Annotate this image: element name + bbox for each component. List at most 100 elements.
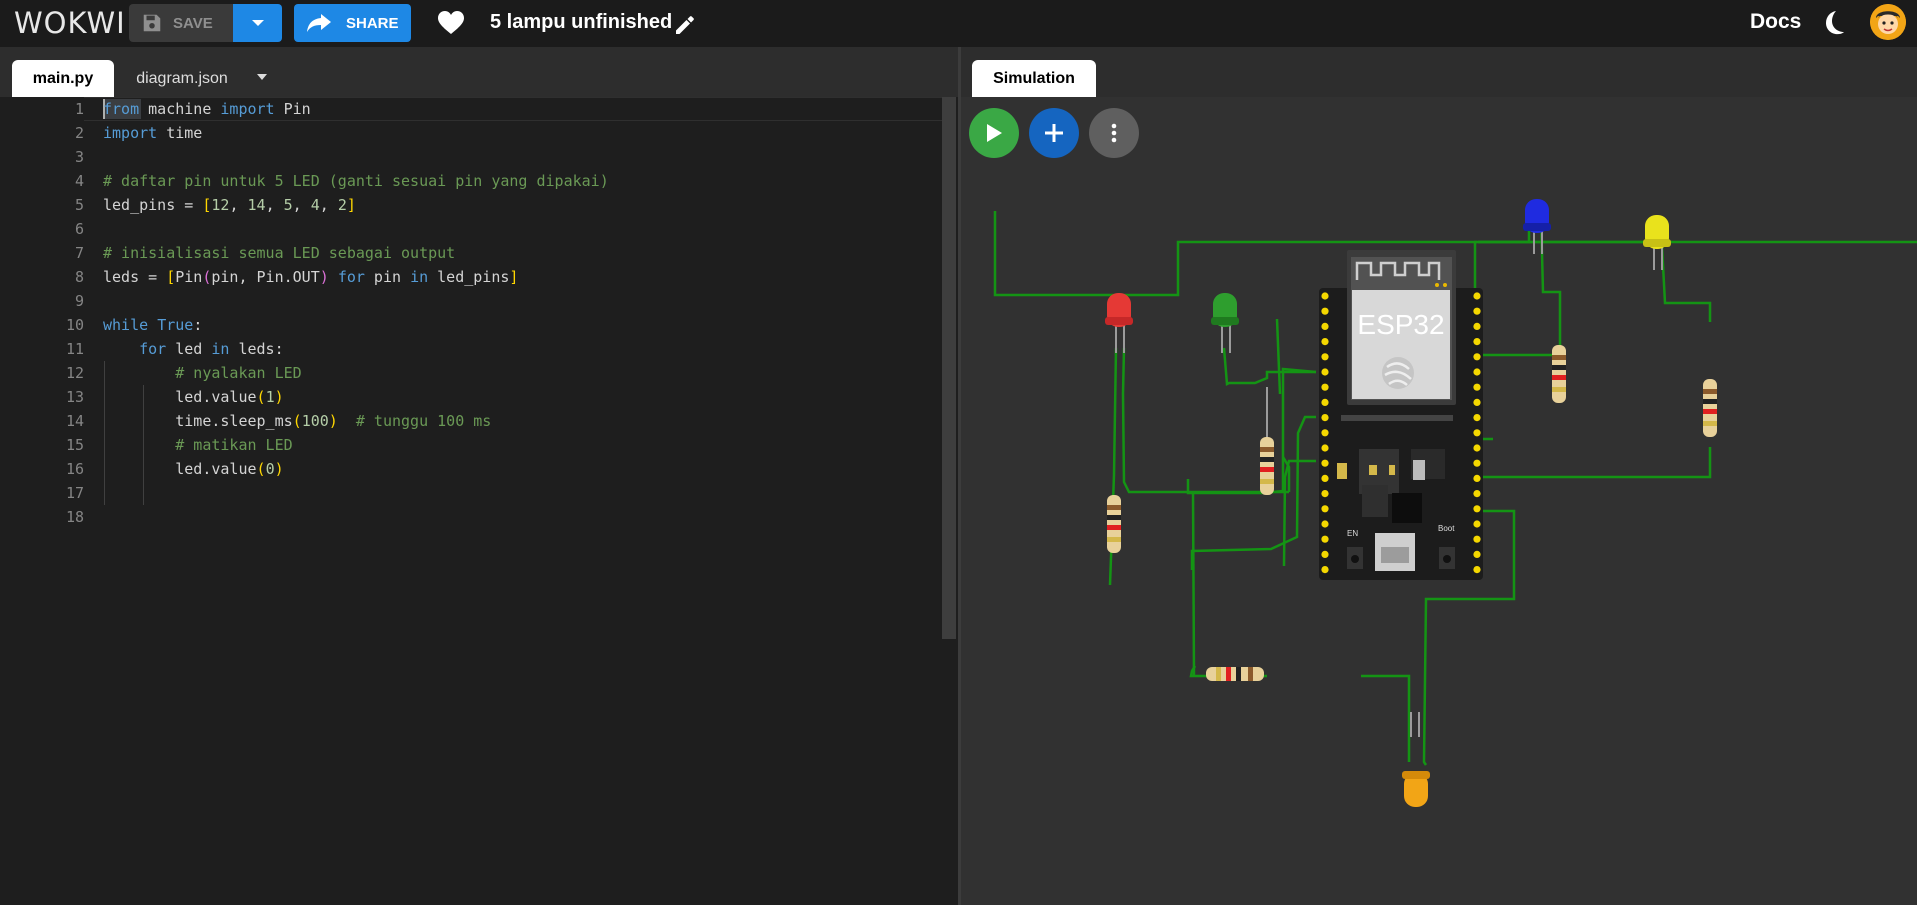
add-part-button[interactable] [1029,108,1079,158]
header-pin[interactable] [1473,292,1481,300]
header-pin[interactable] [1321,307,1329,315]
header-pin[interactable] [1473,322,1481,330]
code-text: from machine import Pin [103,100,311,118]
resistors[interactable] [1107,345,1717,681]
code-line: 14 time.sleep_ms(100) # tunggu 100 ms [0,409,942,433]
save-button[interactable]: SAVE [129,4,233,42]
floppy-disk-icon [143,14,161,32]
header-pin[interactable] [1321,353,1329,361]
header-pin[interactable] [1321,368,1329,376]
header-pin[interactable] [1473,414,1481,422]
header-pin[interactable] [1473,429,1481,437]
led-yellow[interactable] [1643,215,1671,270]
led-orange-body[interactable] [1402,771,1430,807]
indent-guide [143,385,144,505]
dark-mode-icon[interactable] [1822,10,1846,36]
wire [1281,456,1291,492]
header-pin[interactable] [1321,338,1329,346]
header-pin[interactable] [1321,490,1329,498]
header-pin[interactable] [1473,474,1481,482]
header-pin[interactable] [1321,322,1329,330]
code-text: for led in leds: [139,340,284,358]
editor-scrollbar-thumb[interactable] [942,97,956,639]
header-pin[interactable] [1473,535,1481,543]
header-pin[interactable] [1321,414,1329,422]
line-number: 17 [65,484,84,502]
wire [1190,415,1316,570]
tab-main-py[interactable]: main.py [12,60,114,97]
wire [1121,347,1289,494]
circuit-diagram[interactable]: ESP32 EN Boot [961,97,1917,905]
wire [1478,213,1562,357]
boot-label: Boot [1438,524,1455,533]
header-pin[interactable] [1321,505,1329,513]
user-avatar[interactable] [1870,4,1906,40]
code-text: # inisialisasi semua LED sebagai output [103,244,456,262]
header-pin[interactable] [1473,444,1481,452]
code-text: leds = [Pin(pin, Pin.OUT) for pin in led… [103,268,519,286]
selection-highlight [103,99,141,119]
header-pin[interactable] [1321,398,1329,406]
line-number: 4 [74,172,84,190]
header-pin[interactable] [1321,566,1329,574]
header-pin[interactable] [1473,566,1481,574]
line-number: 8 [74,268,84,286]
save-dropdown-button[interactable] [233,4,282,42]
code-line: 8 leds = [Pin(pin, Pin.OUT) for pin in l… [0,265,942,289]
led-green[interactable] [1211,293,1239,353]
header-pin[interactable] [1473,459,1481,467]
led-red[interactable] [1105,293,1133,353]
header-pin[interactable] [1321,550,1329,558]
header-pin[interactable] [1321,383,1329,391]
wire [1473,240,1477,297]
header-pin[interactable] [1321,444,1329,452]
esp32-board[interactable]: ESP32 EN Boot [1319,250,1483,580]
header-pin[interactable] [1321,459,1329,467]
code-line: 1 from machine import Pin [0,97,942,121]
text-cursor [103,99,105,119]
plus-icon [1045,124,1063,142]
header-pin[interactable] [1473,383,1481,391]
header-pin[interactable] [1473,307,1481,315]
header-pin[interactable] [1473,505,1481,513]
header-pin[interactable] [1473,338,1481,346]
pane-splitter[interactable] [958,47,961,905]
start-simulation-button[interactable] [969,108,1019,158]
code-editor[interactable]: 1 from machine import Pin 2 import time … [0,97,942,905]
heart-icon[interactable] [438,11,464,35]
header-pin[interactable] [1473,353,1481,361]
code-line: 16 led.value(0) [0,457,942,481]
more-options-button[interactable] [1089,108,1139,158]
project-title[interactable]: 5 lampu unfinished [490,11,673,33]
code-text: import time [103,124,203,142]
header-pin[interactable] [1321,292,1329,300]
docs-link[interactable]: Docs [1750,10,1802,33]
code-line: 2 import time [0,121,942,145]
header-pin[interactable] [1321,520,1329,528]
header-pin[interactable] [1321,474,1329,482]
header-pin[interactable] [1321,429,1329,437]
led-orange[interactable] [1410,712,1420,737]
wire [1478,226,1653,244]
header-pin[interactable] [1473,368,1481,376]
tab-simulation[interactable]: Simulation [972,60,1096,97]
header-pin[interactable] [1473,550,1481,558]
code-line: 5 led_pins = [12, 14, 5, 4, 2] [0,193,942,217]
code-line: 11 for led in leds: [0,337,942,361]
tab-menu-caret-icon[interactable] [256,73,268,81]
code-line: 18 [0,505,942,529]
share-button[interactable]: SHARE [294,4,411,42]
pencil-icon[interactable] [673,13,697,37]
header-pin[interactable] [1473,398,1481,406]
header-pin[interactable] [1473,490,1481,498]
simulation-canvas[interactable]: ESP32 EN Boot [961,97,1917,905]
header-pin[interactable] [1473,520,1481,528]
header-pin[interactable] [1321,535,1329,543]
en-label: EN [1347,529,1358,538]
line-number: 3 [74,148,84,166]
resistor [1552,345,1566,403]
wokwi-logo[interactable]: WOKWI [14,6,126,40]
led-blue[interactable] [1523,199,1551,254]
tab-diagram-json[interactable]: diagram.json [124,60,240,97]
resistor [1107,495,1121,553]
